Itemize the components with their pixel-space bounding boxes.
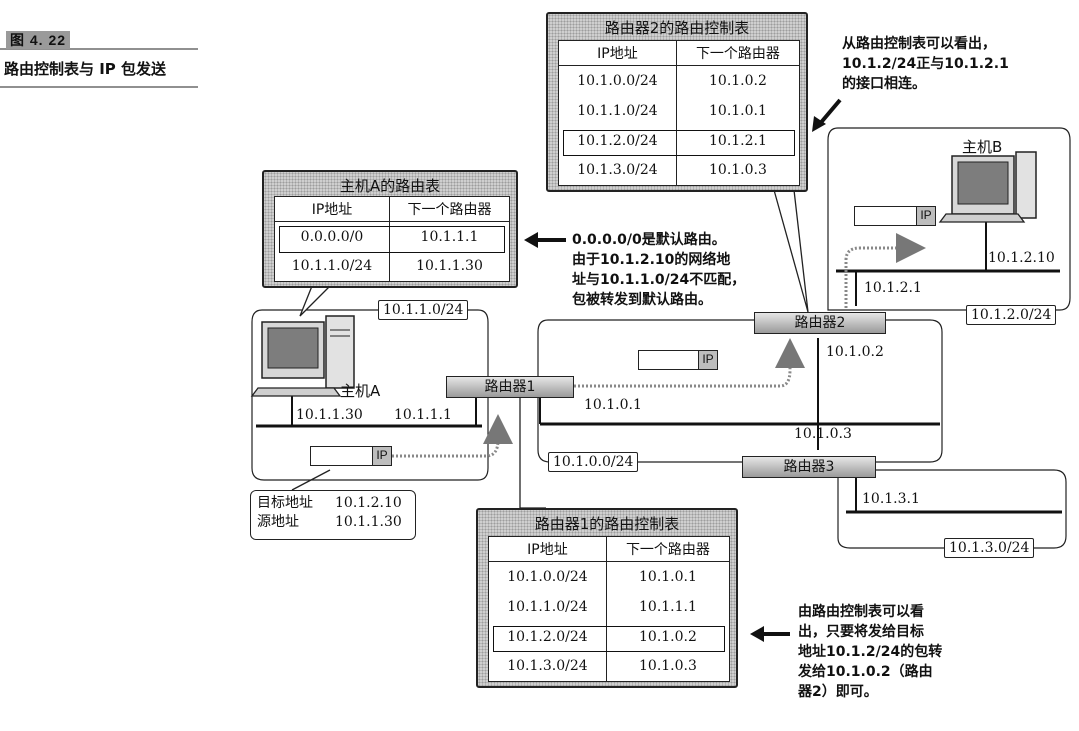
- col-header: IP地址: [489, 537, 607, 562]
- router2-routing-table: 路由器2的路由控制表 IP地址下一个路由器 10.1.0.0/24 10.1.0.…: [546, 12, 808, 192]
- hostB-label: 主机B: [962, 138, 1003, 156]
- note-line: 10.1.2/24正与10.1.2.1: [842, 56, 1009, 72]
- ip-packet: IP: [854, 206, 936, 226]
- net-10-1-0-outline: [537, 319, 943, 463]
- net-10-1-1-outline: [251, 309, 489, 481]
- net-10-1-3-outline: [837, 469, 1067, 549]
- ip-packet: IP: [310, 446, 392, 466]
- table-title: 主机A的路由表: [339, 177, 441, 195]
- ip-packet: IP: [638, 350, 718, 370]
- address-r2-lan: 10.1.2.1: [864, 280, 922, 296]
- dst-value: 10.1.2.10: [335, 495, 402, 511]
- highlight-row: [493, 626, 725, 652]
- note-line: 地址10.1.2/24的包转: [798, 644, 943, 660]
- table-cell: 10.1.0.1: [639, 569, 697, 586]
- table-cell: 10.1.0.2: [639, 628, 697, 645]
- packet-info-box: 目标地址 10.1.2.10 源地址 10.1.1.30: [250, 490, 416, 540]
- packet-ip-label: IP: [372, 447, 391, 465]
- address-hostA: 10.1.1.30: [296, 407, 363, 423]
- highlight-row: [563, 130, 795, 156]
- figure-number: 图 4. 22: [6, 31, 71, 49]
- src-label: 源地址: [257, 514, 299, 530]
- address-r3-lan: 10.1.3.1: [862, 491, 920, 507]
- note-line: 由路由控制表可以看: [798, 604, 924, 620]
- table-cell: 10.1.0.1: [709, 102, 767, 119]
- router1-routing-table: 路由器1的路由控制表 IP地址下一个路由器 10.1.0.0/24 10.1.0.…: [476, 508, 738, 688]
- address-hostB: 10.1.2.10: [988, 250, 1055, 266]
- hostB-computer-icon: [938, 151, 1037, 223]
- table-cell: 10.1.0.3: [709, 162, 767, 179]
- col-header: IP地址: [559, 41, 677, 66]
- router1-note: 由路由控制表可以看 出，只要将发给目标 地址10.1.2/24的包转 发给10.…: [798, 602, 942, 702]
- table-cell: 10.1.3.0/24: [559, 155, 677, 185]
- note-line: 发给10.1.0.2（路由: [798, 664, 933, 680]
- src-value: 10.1.1.30: [335, 514, 402, 530]
- table-cell: 10.1.1.0/24: [489, 592, 607, 622]
- packet-ip-label: IP: [916, 207, 935, 225]
- packet-ip-label: IP: [698, 351, 717, 369]
- router2: 路由器2: [754, 312, 886, 334]
- highlight-row: [279, 226, 505, 253]
- table-cell: 10.1.0.3: [639, 658, 697, 675]
- hostA-computer-icon: [250, 315, 355, 397]
- network-label-10-1-1: 10.1.1.0/24: [378, 300, 469, 320]
- address-r1-wan: 10.1.0.1: [584, 397, 642, 413]
- note-line: 0.0.0.0/0是默认路由。: [572, 232, 726, 248]
- note-line: 的接口相连。: [842, 76, 926, 92]
- table-cell: 10.1.1.1: [639, 598, 697, 615]
- net-10-1-2-outline: [827, 127, 1071, 311]
- col-header: IP地址: [275, 197, 390, 222]
- address-r1-lan: 10.1.1.1: [394, 407, 452, 423]
- hostA-label: 主机A: [340, 382, 381, 400]
- table-title: 路由器2的路由控制表: [604, 19, 750, 37]
- address-r2-wan: 10.1.0.2: [826, 344, 884, 360]
- note-line: 器2）即可。: [798, 684, 878, 700]
- router2-note: 从路由控制表可以看出， 10.1.2/24正与10.1.2.1 的接口相连。: [842, 34, 1009, 94]
- address-r3-wan: 10.1.0.3: [794, 426, 852, 442]
- note-line: 由于10.1.2.10的网络地: [572, 252, 731, 268]
- table-cell: 10.1.1.0/24: [275, 251, 390, 281]
- router3: 路由器3: [742, 456, 876, 478]
- router1: 路由器1: [446, 376, 574, 398]
- col-header: 下一个路由器: [389, 197, 509, 222]
- network-label-10-1-2: 10.1.2.0/24: [966, 305, 1057, 325]
- network-label-10-1-0: 10.1.0.0/24: [548, 452, 639, 472]
- default-route-note: 0.0.0.0/0是默认路由。 由于10.1.2.10的网络地 址与10.1.1…: [572, 230, 745, 310]
- table-cell: 10.1.0.0/24: [489, 561, 607, 593]
- network-label-10-1-3: 10.1.3.0/24: [944, 538, 1035, 558]
- table-cell: 10.1.3.0/24: [489, 651, 607, 681]
- table-cell: 10.1.0.2: [709, 73, 767, 90]
- table-cell: 10.1.1.1: [420, 228, 479, 245]
- note-line: 包被转发到默认路由。: [572, 292, 712, 308]
- note-line: 址与10.1.1.0/24不匹配，: [572, 272, 746, 288]
- note-line: 从路由控制表可以看出，: [842, 36, 996, 52]
- table-cell: 10.1.1.30: [416, 258, 483, 275]
- table-title: 路由器1的路由控制表: [534, 515, 680, 533]
- col-header: 下一个路由器: [606, 537, 729, 562]
- table-cell: 10.1.2.1: [709, 132, 767, 149]
- table-cell: 10.1.0.0/24: [559, 65, 677, 97]
- dst-label: 目标地址: [257, 495, 313, 511]
- figure-caption: 路由控制表与 IP 包发送: [4, 60, 167, 78]
- note-line: 出，只要将发给目标: [798, 624, 924, 640]
- table-cell: 10.1.1.0/24: [559, 96, 677, 126]
- col-header: 下一个路由器: [676, 41, 799, 66]
